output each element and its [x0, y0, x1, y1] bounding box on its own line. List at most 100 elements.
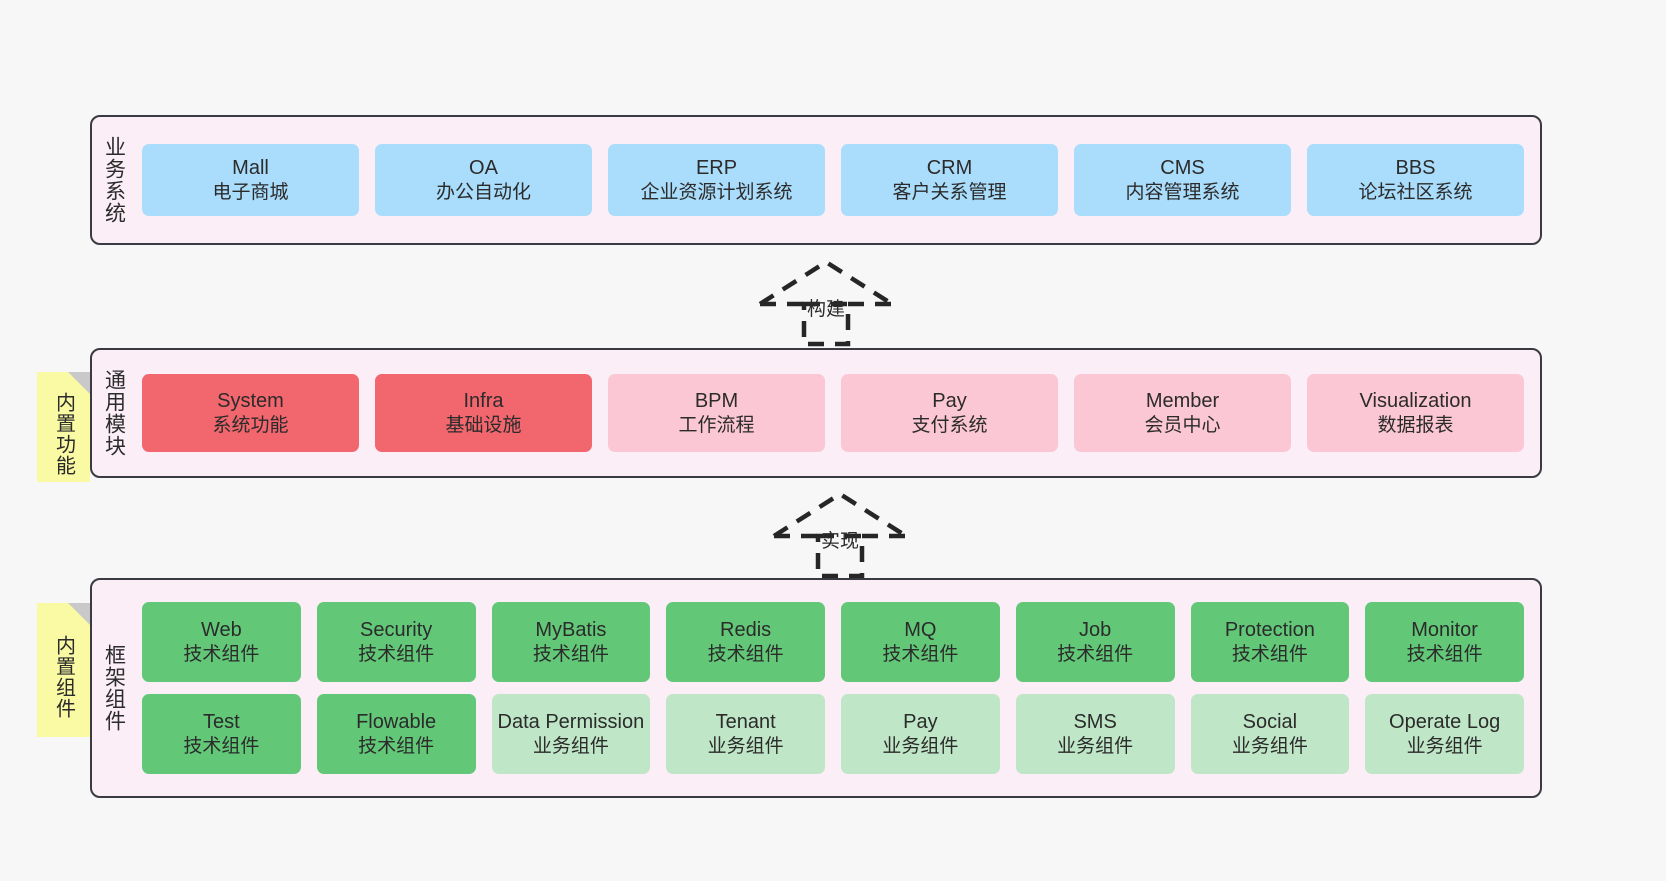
card-title: BBS [1395, 157, 1436, 180]
arrow-build-generalization: 构建 [752, 256, 900, 348]
card-subtitle: 技术组件 [358, 643, 435, 665]
sticky-note-text: 内置功能 [52, 392, 75, 476]
arrow-build-icon [758, 259, 894, 347]
card-redis[interactable]: Redis 技术组件 [666, 602, 825, 682]
card-subtitle: 技术组件 [707, 643, 784, 665]
card-subtitle: 系统功能 [212, 414, 289, 436]
arrow-implement-generalization: 实现 [766, 488, 914, 580]
card-bbs[interactable]: BBS 论坛社区系统 [1307, 144, 1524, 216]
card-title: CMS [1160, 157, 1205, 180]
card-subtitle: 技术组件 [1057, 643, 1134, 665]
card-title: System [217, 390, 284, 413]
card-title: Tenant [715, 711, 776, 734]
card-title: Pay [932, 390, 967, 413]
card-subtitle: 客户关系管理 [892, 181, 1007, 203]
card-row: Web 技术组件 Security 技术组件 MyBatis 技术组件 Redi… [142, 602, 1524, 682]
card-mybatis[interactable]: MyBatis 技术组件 [491, 602, 651, 682]
card-sms[interactable]: SMS 业务组件 [1015, 694, 1175, 774]
card-tenant[interactable]: Tenant 业务组件 [666, 694, 825, 774]
card-row: Test 技术组件 Flowable 技术组件 Data Permission … [142, 694, 1524, 774]
layer-body-common: System 系统功能 Infra 基础设施 BPM 工作流程 Pay 支付系统… [136, 350, 1540, 476]
card-subtitle: 技术组件 [882, 643, 959, 665]
arrow-build-label: 构建 [806, 299, 845, 320]
card-title: Flowable [356, 711, 437, 734]
card-title: Pay [903, 711, 938, 734]
card-title: ERP [695, 157, 738, 180]
layer-body-business: Mall 电子商城 OA 办公自动化 ERP 企业资源计划系统 CRM 客户关系… [136, 117, 1540, 243]
layer-label-business: 业务系统 [102, 136, 126, 224]
card-title: Monitor [1411, 619, 1478, 642]
card-subtitle: 内容管理系统 [1125, 181, 1240, 203]
card-subtitle: 电子商城 [212, 181, 289, 203]
card-monitor[interactable]: Monitor 技术组件 [1365, 602, 1524, 682]
card-subtitle: 论坛社区系统 [1358, 181, 1473, 203]
card-row: System 系统功能 Infra 基础设施 BPM 工作流程 Pay 支付系统… [142, 374, 1524, 452]
card-subtitle: 业务组件 [532, 735, 609, 757]
card-title: MQ [904, 619, 937, 642]
sticky-note-builtin-component: 内置组件 [37, 603, 90, 737]
layer-body-frame: Web 技术组件 Security 技术组件 MyBatis 技术组件 Redi… [136, 580, 1540, 796]
sticky-note-text: 内置组件 [52, 635, 75, 719]
card-subtitle: 基础设施 [445, 414, 522, 436]
card-bpm[interactable]: BPM 工作流程 [608, 374, 825, 452]
card-protection[interactable]: Protection 技术组件 [1190, 602, 1350, 682]
card-subtitle: 业务组件 [1406, 735, 1483, 757]
fold-corner-icon [68, 372, 90, 394]
card-security[interactable]: Security 技术组件 [316, 602, 476, 682]
card-pay-component[interactable]: Pay 业务组件 [841, 694, 1000, 774]
card-title: Protection [1224, 619, 1315, 642]
layer-business-system: 业务系统 Mall 电子商城 OA 办公自动化 ERP 企业资源计划系统 CRM… [90, 115, 1542, 245]
card-subtitle: 业务组件 [707, 735, 784, 757]
card-test[interactable]: Test 技术组件 [142, 694, 301, 774]
card-title: Operate Log [1389, 711, 1501, 734]
card-subtitle: 技术组件 [1406, 643, 1483, 665]
card-title: BPM [694, 390, 739, 413]
card-title: OA [469, 157, 498, 180]
card-title: Member [1145, 390, 1220, 413]
card-mq[interactable]: MQ 技术组件 [841, 602, 1000, 682]
card-subtitle: 业务组件 [882, 735, 959, 757]
arrow-implement-icon [772, 491, 908, 579]
card-subtitle: 工作流程 [678, 414, 755, 436]
layer-framework-component: 框架组件 Web 技术组件 Security 技术组件 MyBatis 技术组件… [90, 578, 1542, 798]
card-subtitle: 支付系统 [911, 414, 988, 436]
card-subtitle: 技术组件 [183, 643, 260, 665]
card-title: SMS [1073, 711, 1117, 734]
card-web[interactable]: Web 技术组件 [142, 602, 301, 682]
card-erp[interactable]: ERP 企业资源计划系统 [608, 144, 825, 216]
card-subtitle: 技术组件 [1231, 643, 1308, 665]
card-title: Job [1079, 619, 1112, 642]
fold-corner-icon [68, 603, 90, 625]
card-infra[interactable]: Infra 基础设施 [375, 374, 592, 452]
card-visualization[interactable]: Visualization 数据报表 [1307, 374, 1524, 452]
card-subtitle: 办公自动化 [435, 181, 531, 203]
card-title: Social [1242, 711, 1298, 734]
card-operate-log[interactable]: Operate Log 业务组件 [1365, 694, 1524, 774]
card-member[interactable]: Member 会员中心 [1074, 374, 1291, 452]
layer-common-module: 通用模块 System 系统功能 Infra 基础设施 BPM 工作流程 Pay… [90, 348, 1542, 478]
card-cms[interactable]: CMS 内容管理系统 [1074, 144, 1291, 216]
card-title: Security [360, 619, 433, 642]
card-title: Test [203, 711, 240, 734]
card-mall[interactable]: Mall 电子商城 [142, 144, 359, 216]
card-oa[interactable]: OA 办公自动化 [375, 144, 592, 216]
card-subtitle: 企业资源计划系统 [640, 181, 793, 203]
card-title: Infra [463, 390, 504, 413]
card-title: Web [200, 619, 242, 642]
card-title: CRM [926, 157, 973, 180]
card-job[interactable]: Job 技术组件 [1015, 602, 1175, 682]
sticky-note-builtin-feature: 内置功能 [37, 372, 90, 482]
card-system[interactable]: System 系统功能 [142, 374, 359, 452]
card-data-permission[interactable]: Data Permission 业务组件 [491, 694, 651, 774]
card-subtitle: 技术组件 [532, 643, 609, 665]
card-crm[interactable]: CRM 客户关系管理 [841, 144, 1058, 216]
card-social[interactable]: Social 业务组件 [1190, 694, 1350, 774]
layer-label-common: 通用模块 [102, 369, 126, 457]
card-subtitle: 技术组件 [183, 735, 260, 757]
card-pay-module[interactable]: Pay 支付系统 [841, 374, 1058, 452]
card-subtitle: 技术组件 [358, 735, 435, 757]
card-title: Visualization [1359, 390, 1472, 413]
card-title: Redis [720, 619, 772, 642]
card-flowable[interactable]: Flowable 技术组件 [316, 694, 476, 774]
